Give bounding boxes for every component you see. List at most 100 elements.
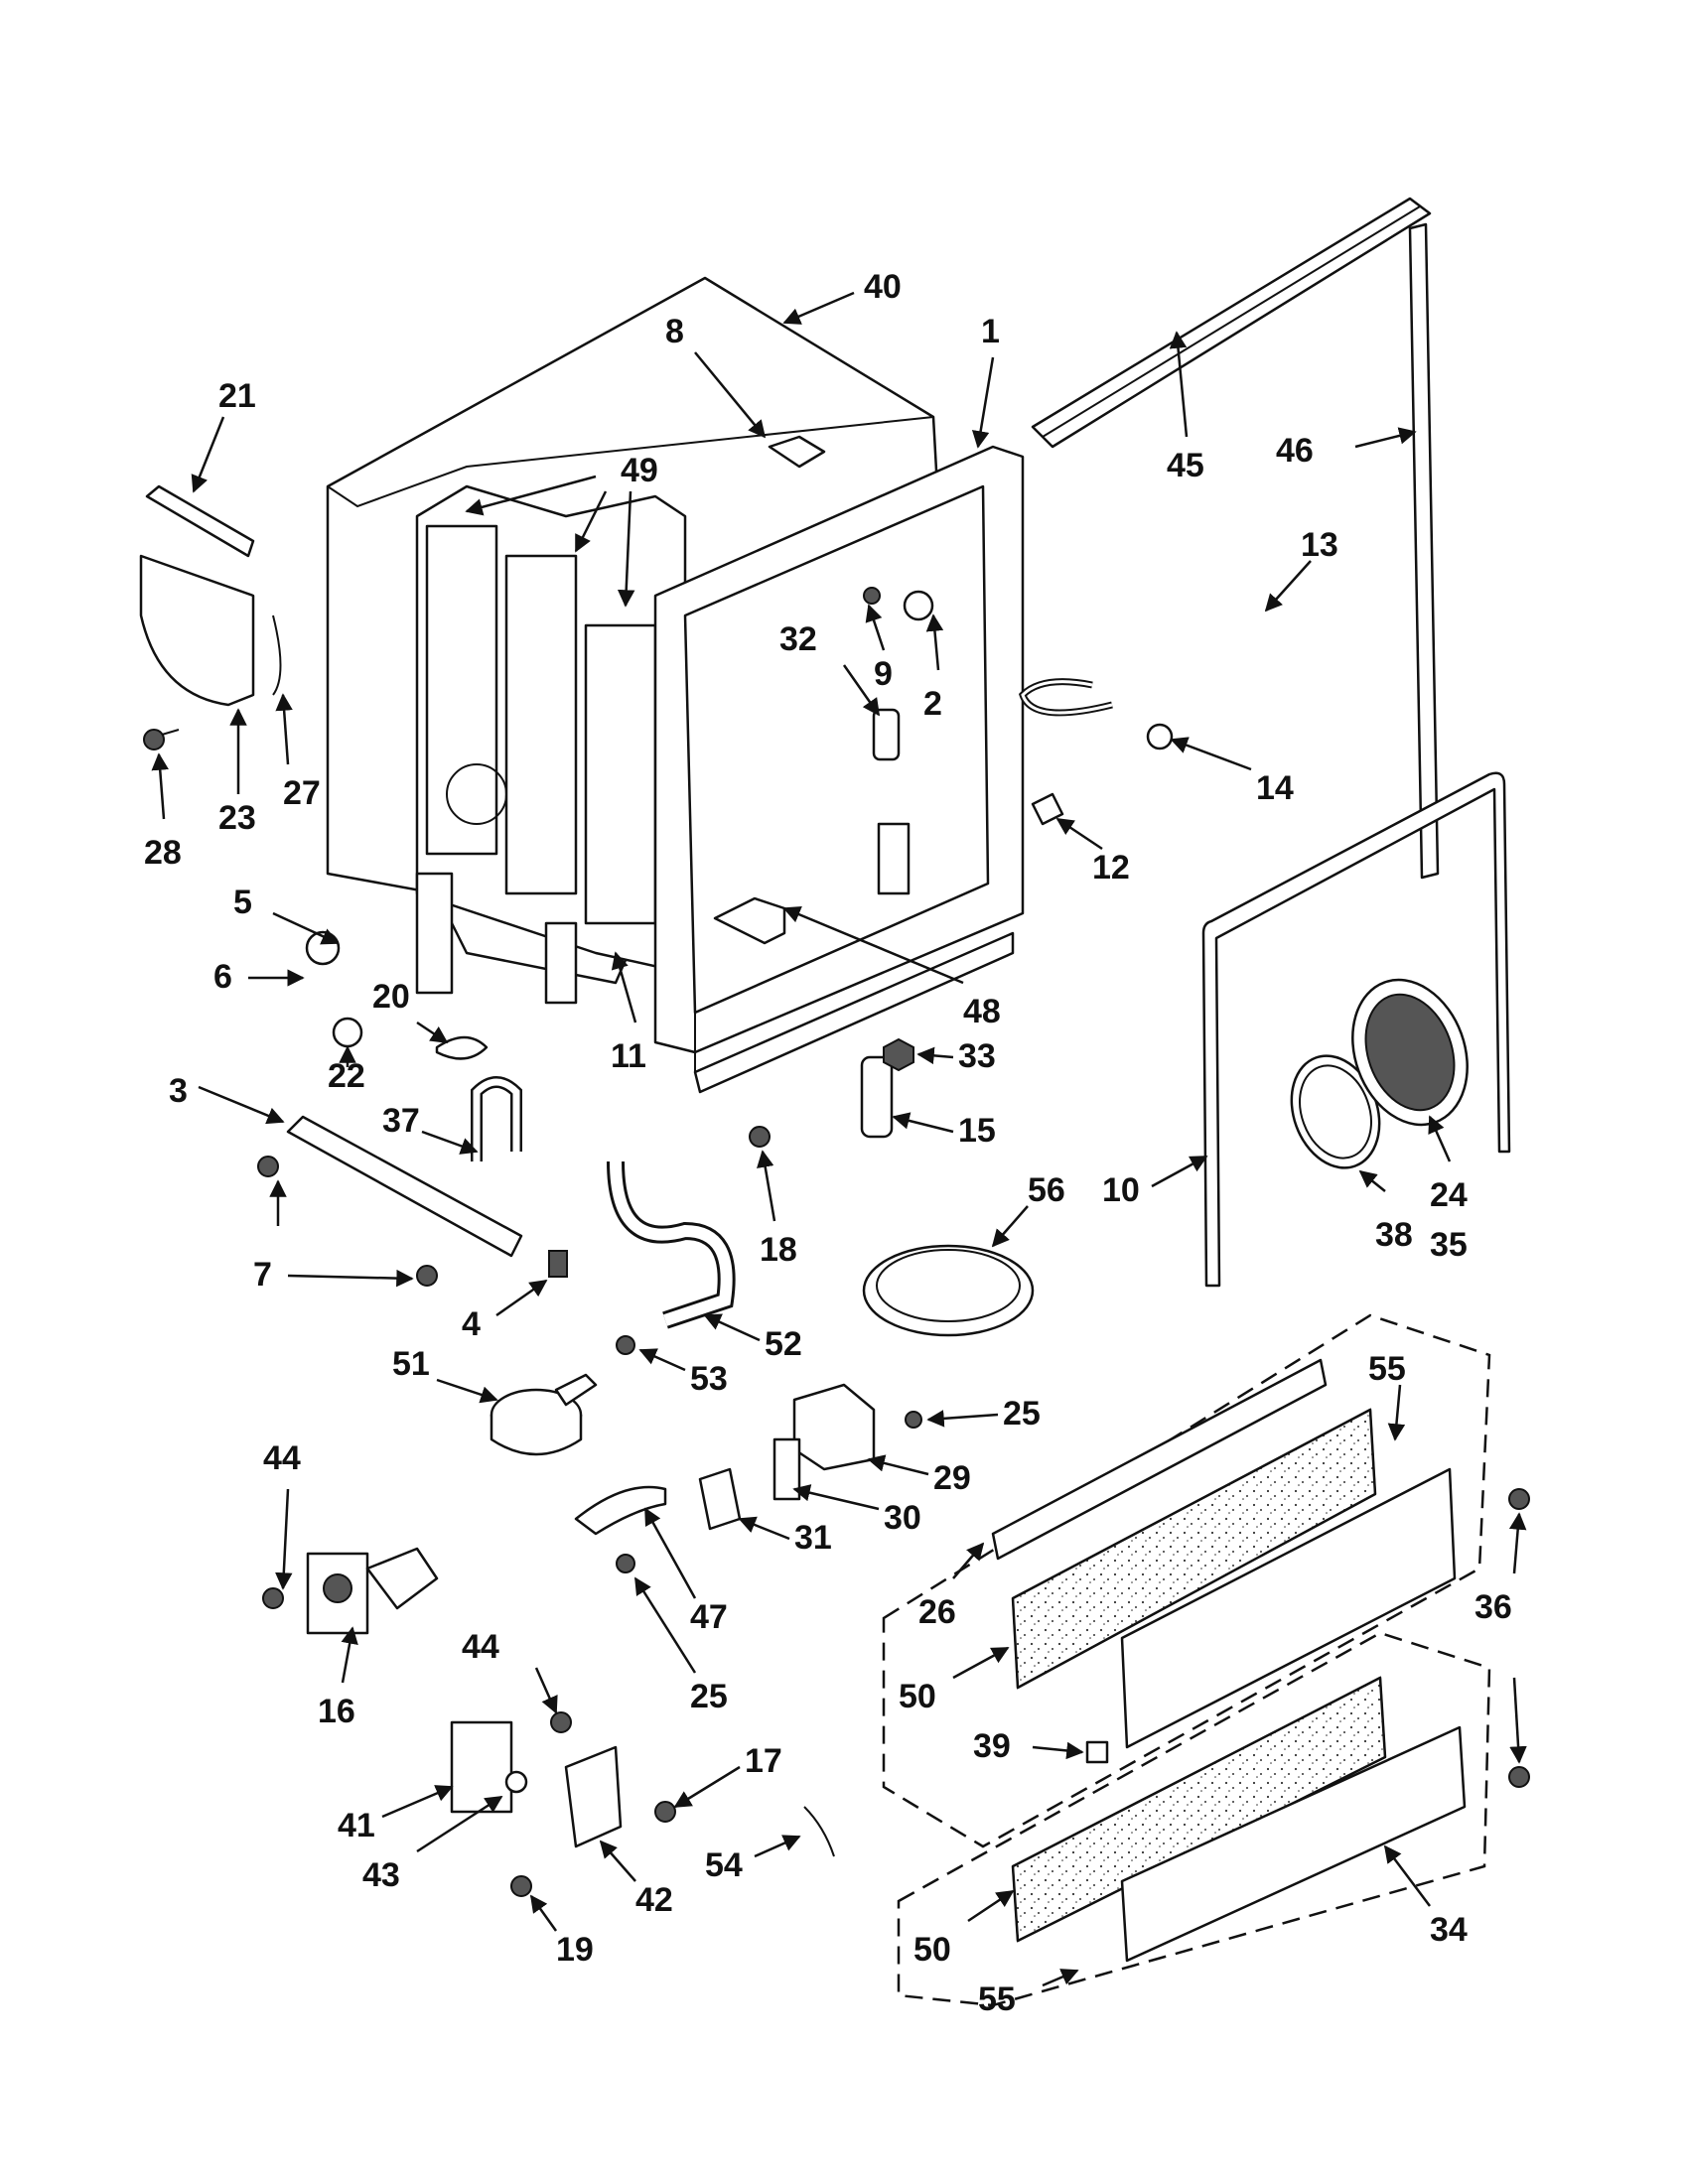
switch-assembly: [698, 1383, 922, 1531]
wire-54: [803, 1806, 835, 1857]
insulation-50-lower: [1011, 1676, 1387, 1943]
nozzle-tube: [877, 822, 911, 895]
callout-39: 39: [973, 1727, 1011, 1765]
callout-6: 6: [213, 958, 232, 996]
callout-1: 1: [981, 313, 1000, 350]
callout-38: 38: [1375, 1216, 1413, 1254]
callout-13: 13: [1301, 526, 1338, 564]
callout-31: 31: [794, 1519, 832, 1557]
callout-36: 36: [1474, 1588, 1512, 1626]
callout-52: 52: [765, 1325, 802, 1363]
callout-28: 28: [144, 834, 182, 872]
callout-43: 43: [362, 1856, 400, 1894]
callout-17: 17: [745, 1742, 782, 1780]
callout-46: 46: [1276, 432, 1314, 470]
callout-44b: 44: [462, 1628, 499, 1666]
leveling-bracket: [257, 1115, 523, 1287]
insulation-50-upper: [1011, 1408, 1377, 1690]
callout-44a: 44: [263, 1439, 301, 1477]
callout-45: 45: [1167, 447, 1204, 484]
callout-29: 29: [933, 1459, 971, 1497]
vent-tube: [1018, 584, 1286, 770]
callout-8: 8: [665, 313, 684, 350]
latch-8: [768, 435, 826, 469]
callout-55b: 55: [978, 1980, 1016, 2018]
callout-22: 22: [328, 1057, 365, 1095]
clamp-53: [616, 1335, 635, 1355]
callout-24: 24: [1430, 1176, 1468, 1214]
screw-28: [143, 729, 180, 751]
screw-9: [863, 587, 881, 605]
knob-2: [903, 590, 934, 621]
inlet-valve-16: [262, 1547, 439, 1635]
callout-9: 9: [874, 655, 893, 693]
callout-19: 19: [556, 1931, 594, 1969]
screw-25b: [616, 1554, 635, 1573]
callout-47: 47: [690, 1598, 728, 1636]
callout-41: 41: [338, 1807, 375, 1844]
callout-48: 48: [963, 993, 1001, 1030]
callout-50b: 50: [913, 1931, 951, 1969]
callout-55a: 55: [1368, 1350, 1406, 1388]
callout-37: 37: [382, 1102, 420, 1140]
bracket-48: [713, 896, 786, 945]
callout-51: 51: [392, 1345, 430, 1383]
strip-26: [991, 1358, 1328, 1561]
callout-14: 14: [1256, 769, 1294, 807]
callout-15: 15: [958, 1112, 996, 1150]
toe-panel-upper: [1120, 1467, 1457, 1749]
callout-40: 40: [864, 268, 902, 306]
clip-39: [1085, 1740, 1109, 1764]
callout-53: 53: [690, 1360, 728, 1398]
callout-35: 35: [1430, 1226, 1468, 1264]
tub-gasket: [1201, 771, 1511, 1288]
nut-33: [883, 1037, 914, 1072]
callout-18: 18: [760, 1231, 797, 1269]
callout-4: 4: [462, 1305, 481, 1343]
callout-32: 32: [779, 620, 817, 658]
spacer-15: [860, 1055, 894, 1139]
callout-3: 3: [169, 1072, 188, 1110]
callout-25a: 25: [1003, 1395, 1041, 1433]
callout-16: 16: [318, 1693, 355, 1730]
callout-30: 30: [884, 1499, 921, 1537]
callout-10: 10: [1102, 1171, 1140, 1209]
plug-22: [332, 1017, 363, 1048]
callout-5: 5: [233, 884, 252, 921]
seal-ring-56: [862, 1244, 1035, 1337]
bracket-41: [450, 1720, 513, 1814]
leveling-leg-4: [548, 1250, 568, 1278]
clip-12: [1031, 792, 1064, 826]
screw-36b: [1508, 1766, 1530, 1788]
drain-loop-37: [471, 1076, 522, 1161]
nozzle-32: [872, 708, 901, 761]
callout-12: 12: [1092, 849, 1130, 887]
callout-25b: 25: [690, 1678, 728, 1715]
tub-cabinet: [326, 276, 1025, 1094]
callout-2: 2: [923, 685, 942, 723]
callout-20: 20: [372, 978, 410, 1016]
assembly-34-outline: [897, 1631, 1491, 2007]
callout-11: 11: [611, 1037, 646, 1075]
screw-19: [510, 1875, 532, 1897]
callout-56: 56: [1028, 1171, 1065, 1209]
toe-panel-lower: [1120, 1725, 1467, 1963]
screw-44b: [550, 1711, 572, 1733]
vent-grill: [1351, 978, 1469, 1127]
callout-27: 27: [283, 774, 321, 812]
callout-49: 49: [621, 452, 658, 489]
wire-cover: [139, 554, 282, 707]
callout-34: 34: [1430, 1911, 1468, 1949]
callout-54: 54: [705, 1846, 743, 1884]
mounting-bracket: [145, 484, 255, 558]
callout-50a: 50: [899, 1678, 936, 1715]
callout-42: 42: [635, 1881, 673, 1919]
callout-26: 26: [918, 1593, 956, 1631]
bracket-42: [564, 1745, 623, 1848]
callouts: 40 8 1 21 49 45 46 13 9 2 32 14: [144, 268, 1527, 2018]
callout-23: 23: [218, 799, 256, 837]
top-track: [1031, 197, 1432, 449]
screw-17: [654, 1801, 676, 1823]
callout-33: 33: [958, 1037, 996, 1075]
